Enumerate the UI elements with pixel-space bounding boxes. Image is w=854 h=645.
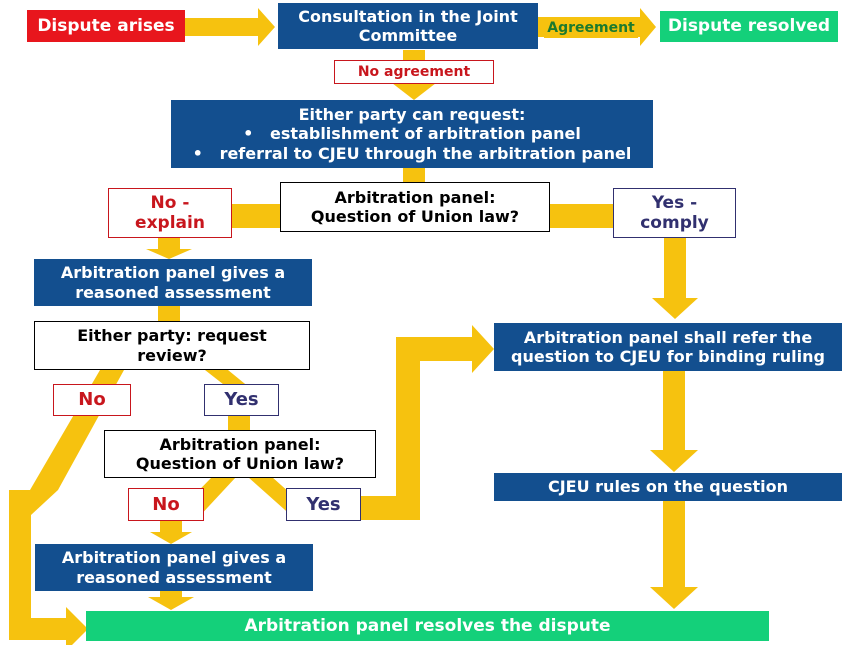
question1-line1: Arbitration panel: — [334, 187, 496, 207]
assessment2-line1: Arbitration panel gives a — [61, 548, 287, 568]
consultation-line1: Consultation in the Joint — [298, 6, 518, 26]
no-explain-label: No - explain — [108, 188, 232, 238]
request-title: Either party can request: — [298, 105, 526, 125]
yes-review-text: Yes — [224, 389, 259, 411]
cjeu-rules-box: CJEU rules on the question — [494, 473, 842, 501]
arrow-no-explain-head — [146, 249, 192, 259]
arrow-dispute-to-consultation — [185, 8, 275, 46]
arrow-refer-head — [650, 450, 698, 472]
arrow-left-bottom-head — [66, 607, 88, 645]
arrow-refer-down — [663, 371, 685, 451]
arrow-no-q2-head — [150, 532, 192, 544]
agreement-text: Agreement — [547, 19, 635, 36]
no-agreement-label: No agreement — [334, 60, 494, 84]
arrow-yes-to-q2 — [228, 414, 250, 430]
arrow-cjeu-down — [663, 500, 685, 588]
arrow-cjeu-head — [650, 587, 698, 609]
arrow-left-vertical-join — [9, 490, 58, 515]
review-line2: review? — [137, 345, 207, 365]
question2-line1: Arbitration panel: — [159, 434, 321, 454]
arrow-request-down — [403, 167, 425, 182]
question2-line2: Question of Union law? — [135, 454, 345, 473]
dispute-arises-box: Dispute arises — [27, 10, 185, 42]
dispute-arises-text: Dispute arises — [37, 15, 175, 36]
resolves-text: Arbitration panel resolves the dispute — [244, 615, 611, 636]
request-item1: • establishment of arbitration panel — [243, 124, 581, 144]
cjeu-rules-text: CJEU rules on the question — [547, 477, 789, 497]
yes-comply-line1: Yes - — [651, 192, 698, 213]
no-q2-text: No — [152, 493, 180, 515]
arrow-assess2-head — [148, 597, 194, 610]
refer-line2: question to CJEU for binding ruling — [511, 347, 825, 366]
no-review-label: No — [53, 384, 131, 416]
refer-cjeu-box: Arbitration panel shall refer the questi… — [494, 323, 842, 371]
request-item2-text: referral to CJEU through the arbitration… — [219, 143, 632, 163]
band-q1-right — [548, 204, 614, 228]
assessment1-box: Arbitration panel gives a reasoned asses… — [34, 259, 312, 306]
request-item2: • referral to CJEU through the arbitrati… — [192, 143, 632, 163]
arrow-assess1-down — [158, 306, 180, 322]
no-review-text: No — [78, 389, 106, 411]
yes-review-label: Yes — [204, 384, 279, 416]
arrow-yes-comply-down — [664, 238, 686, 300]
no-q2-label: No — [128, 488, 204, 521]
no-explain-line1: No - — [150, 192, 190, 213]
assessment2-line2: reasoned assessment — [76, 567, 272, 587]
request-box: Either party can request: • establishmen… — [171, 100, 653, 168]
no-agreement-text: No agreement — [357, 63, 471, 80]
refer-line1: Arbitration panel shall refer the — [523, 327, 813, 347]
assessment1-line1: Arbitration panel gives a — [60, 263, 286, 283]
yes-q2-label: Yes — [286, 488, 361, 521]
arrow-no-q2-down — [160, 520, 182, 534]
arrow-no-agreement-head — [392, 83, 436, 100]
resolves-box: Arbitration panel resolves the dispute — [86, 611, 769, 641]
arrow-left-bottom — [9, 618, 69, 640]
assessment2-box: Arbitration panel gives a reasoned asses… — [35, 544, 313, 591]
arrow-yes-q2-head — [472, 325, 494, 373]
yes-q2-text: Yes — [306, 493, 341, 515]
request-item1-text: establishment of arbitration panel — [270, 124, 581, 144]
arrow-left-vertical — [9, 490, 31, 640]
arrow-yes-q2-top — [396, 337, 476, 361]
arrow-yes-q2-up — [396, 337, 420, 520]
consultation-box: Consultation in the Joint Committee — [278, 3, 538, 49]
arrow-no-explain-down — [158, 238, 180, 250]
question2-box: Arbitration panel: Question of Union law… — [104, 430, 376, 478]
arrow-yes-comply-head — [652, 298, 698, 319]
consultation-line2: Committee — [358, 26, 458, 45]
yes-comply-label: Yes - comply — [613, 188, 736, 238]
question1-line2: Question of Union law? — [310, 207, 520, 226]
no-explain-line2: explain — [135, 213, 205, 233]
arrow-assess2-down — [160, 591, 182, 597]
assessment1-line2: reasoned assessment — [75, 282, 271, 302]
review-line1: Either party: request — [77, 326, 267, 346]
yes-comply-line2: comply — [640, 213, 709, 233]
agreement-label: Agreement — [544, 18, 638, 38]
arrow-review-yes — [205, 370, 250, 388]
dispute-resolved-box: Dispute resolved — [660, 11, 838, 42]
band-q1-left — [230, 204, 282, 228]
dispute-resolved-text: Dispute resolved — [667, 16, 831, 37]
review-box: Either party: request review? — [34, 321, 310, 370]
question1-box: Arbitration panel: Question of Union law… — [280, 182, 550, 232]
